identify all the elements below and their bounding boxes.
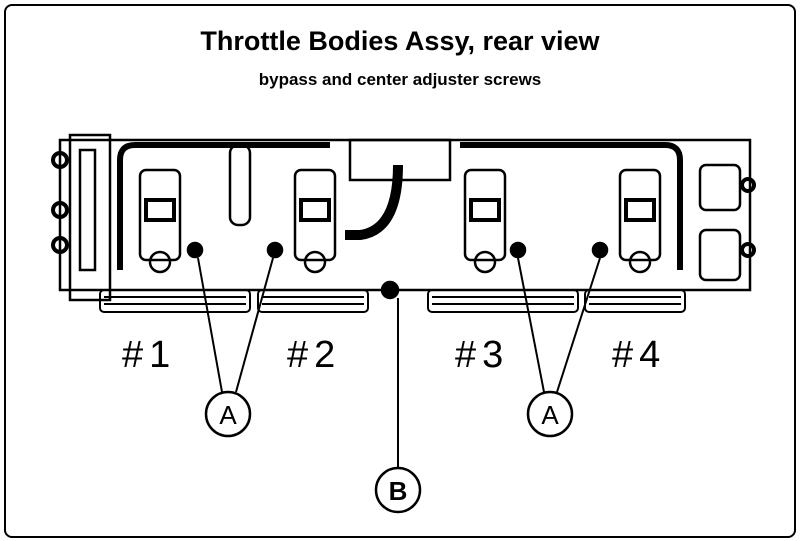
bypass-screw-4 xyxy=(591,241,609,259)
bell-mouths xyxy=(99,289,686,313)
callout-b: B xyxy=(374,466,422,514)
bypass-screw-1 xyxy=(186,241,204,259)
center-adjuster-screw xyxy=(380,280,400,300)
injector-1 xyxy=(138,168,182,274)
diagram-title: Throttle Bodies Assy, rear view xyxy=(200,26,600,56)
throttle-body-housing xyxy=(58,138,752,292)
diagram-subtitle: bypass and center adjuster screws xyxy=(258,70,542,89)
injector-2 xyxy=(293,168,337,274)
callout-a-right: A xyxy=(526,390,574,438)
injector-3 xyxy=(463,168,507,274)
left-linkage xyxy=(68,133,112,302)
callout-a-left: A xyxy=(204,390,252,438)
cylinder-label-1: #1 xyxy=(122,334,177,376)
bypass-screw-3 xyxy=(509,241,527,259)
svg-text:A: A xyxy=(541,400,559,430)
cylinder-label-4: #4 xyxy=(612,334,667,376)
svg-text:B: B xyxy=(389,476,408,506)
bypass-screw-2 xyxy=(266,241,284,259)
cylinder-label-2: #2 xyxy=(287,334,342,376)
diagram-frame xyxy=(4,4,796,538)
svg-text:A: A xyxy=(219,400,237,430)
leader-lines xyxy=(197,257,601,468)
cylinder-label-3: #3 xyxy=(455,334,510,376)
injector-4 xyxy=(618,168,662,274)
